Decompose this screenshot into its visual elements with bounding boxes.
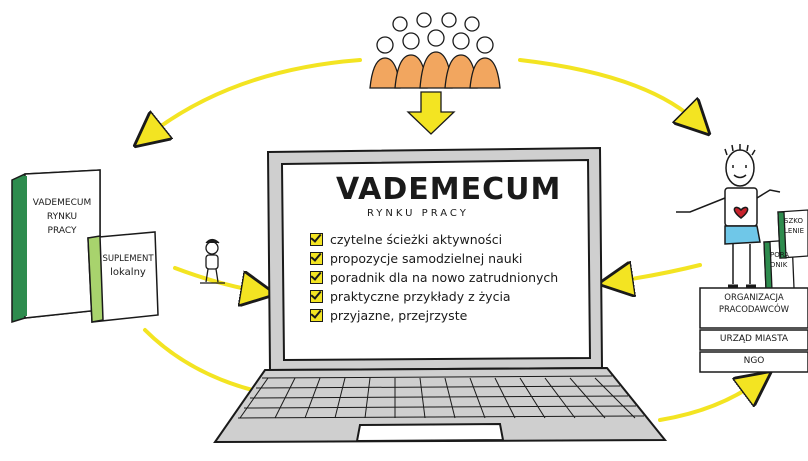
book-line: LENIE <box>784 227 805 235</box>
checkbox-icon <box>310 233 323 246</box>
laptop <box>213 146 668 444</box>
checklist-item-label: propozycje samodzielnej nauki <box>330 251 523 266</box>
small-books <box>763 209 808 291</box>
book-line: lokalny <box>110 267 146 278</box>
screen-title: VADEMECUM <box>336 172 562 207</box>
book-line: RYNKU <box>46 212 78 222</box>
checkbox-icon <box>310 271 323 284</box>
org-city-hall-label: URZĄD MIASTA <box>719 334 789 344</box>
book-vademecum-title: VADEMECUM RYNKU PRACY <box>30 196 94 238</box>
book-supplement-title: SUPLEMENT lokalny <box>100 252 156 280</box>
book-line: SZKO <box>784 217 803 225</box>
org-ngo-label: NGO <box>743 356 765 366</box>
checklist-item: przyjazne, przejrzyste <box>310 306 558 325</box>
checklist-item: czytelne ścieżki aktywności <box>310 230 558 249</box>
presenter-figure-icon <box>676 144 781 288</box>
book-line: PRACY <box>47 226 77 236</box>
checkbox-icon <box>310 290 323 303</box>
small-book-guide: PORA DNIK <box>770 250 792 270</box>
checklist-item: praktyczne przykłady z życia <box>310 287 558 306</box>
down-arrow-icon <box>406 91 456 135</box>
checklist-item-label: czytelne ścieżki aktywności <box>330 232 503 247</box>
checklist-item-label: przyjazne, przejrzyste <box>330 308 468 323</box>
book-line: SUPLEMENT <box>102 254 154 264</box>
checklist-item: poradnik dla na nowo zatrudnionych <box>310 268 558 287</box>
org-boxes <box>699 287 808 373</box>
checklist-item-label: poradnik dla na nowo zatrudnionych <box>330 270 559 285</box>
screen-subtitle: RYNKU PRACY <box>367 208 469 219</box>
small-book-training: SZKO LENIE <box>784 216 808 236</box>
feature-checklist: czytelne ścieżki aktywności propozycje s… <box>310 230 558 325</box>
book-line: PORA <box>770 251 790 259</box>
stick-figure-icon <box>200 238 225 284</box>
book-supplement <box>87 231 159 323</box>
heart-icon <box>733 206 749 219</box>
flow-arrows <box>145 58 760 422</box>
book-line: DNIK <box>770 261 788 269</box>
checklist-item-label: praktyczne przykłady z życia <box>330 289 511 304</box>
checkbox-icon <box>310 252 323 265</box>
org-employers-label: ORGANIZACJA PRACODAWCÓW <box>718 293 790 315</box>
checklist-item: propozycje samodzielnej nauki <box>310 249 558 268</box>
checkbox-icon <box>310 309 323 322</box>
book-vademecum <box>11 169 101 324</box>
book-line: VADEMECUM <box>32 198 92 208</box>
people-group-icon <box>369 12 501 89</box>
